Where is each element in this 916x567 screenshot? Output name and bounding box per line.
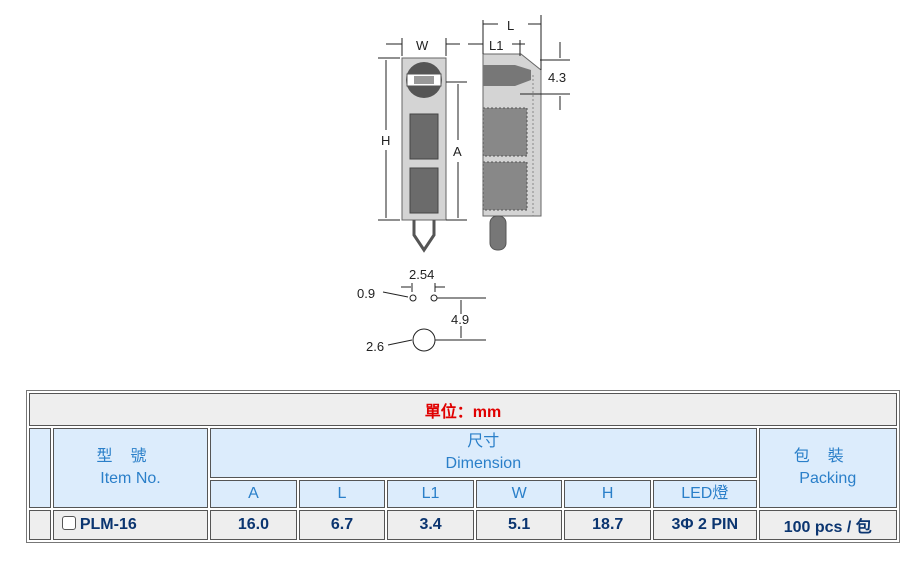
col-a: A bbox=[210, 480, 297, 508]
unit-label: 單位：mm bbox=[29, 393, 897, 426]
col-l1: L1 bbox=[387, 480, 474, 508]
header-item: 型號 Item No. bbox=[52, 428, 209, 508]
label-w: W bbox=[416, 38, 429, 53]
select-checkbox[interactable] bbox=[61, 516, 76, 530]
header-dimension-zh: 尺寸 bbox=[467, 433, 500, 450]
value-l: 6.7 bbox=[298, 510, 386, 540]
value-packing: 100 pcs / 包 bbox=[758, 510, 897, 540]
header-item-en: Item No. bbox=[100, 470, 161, 487]
value-a: 16.0 bbox=[210, 510, 297, 540]
header-packing-zh: 包裝 bbox=[793, 448, 862, 465]
spec-table: 單位：mm 型號 Item No. 尺寸 Dimension 包裝 Packin… bbox=[26, 390, 900, 543]
row-blank bbox=[29, 510, 51, 540]
value-led: 3Φ 2 PIN bbox=[653, 510, 757, 540]
header-blank bbox=[29, 428, 51, 508]
label-h: H bbox=[381, 133, 390, 148]
header-row-2: A L L1 W H LED燈 bbox=[29, 480, 897, 508]
item-cell: PLM-16 bbox=[52, 510, 209, 540]
label-0-9: 0.9 bbox=[357, 286, 375, 301]
label-l: L bbox=[507, 18, 514, 33]
value-l1: 3.4 bbox=[387, 510, 474, 540]
label-a: A bbox=[453, 144, 462, 159]
header-packing: 包裝 Packing bbox=[758, 428, 897, 508]
col-h: H bbox=[564, 480, 652, 508]
header-row-1: 型號 Item No. 尺寸 Dimension 包裝 Packing bbox=[29, 428, 897, 508]
value-w: 5.1 bbox=[475, 510, 563, 540]
label-4-3: 4.3 bbox=[548, 70, 566, 85]
header-dimension-en: Dimension bbox=[445, 455, 522, 472]
header-dimension: 尺寸 Dimension bbox=[210, 428, 757, 478]
value-h: 18.7 bbox=[564, 510, 652, 540]
item-no: PLM-16 bbox=[79, 516, 137, 533]
dimension-drawing: W L L1 H A 4.3 2.54 0.9 4.9 2.6 bbox=[357, 15, 570, 354]
label-l1: L1 bbox=[489, 38, 503, 53]
label-2-54: 2.54 bbox=[409, 267, 434, 282]
col-led: LED燈 bbox=[653, 480, 757, 508]
col-l: L bbox=[298, 480, 386, 508]
header-item-zh: 型號 bbox=[96, 448, 165, 465]
label-2-6: 2.6 bbox=[366, 339, 384, 354]
header-packing-en: Packing bbox=[799, 470, 857, 487]
col-w: W bbox=[475, 480, 563, 508]
unit-row: 單位：mm bbox=[29, 393, 897, 426]
label-4-9: 4.9 bbox=[451, 312, 469, 327]
table-row: PLM-16 16.0 6.7 3.4 5.1 18.7 3Φ 2 PIN 10… bbox=[29, 510, 897, 540]
